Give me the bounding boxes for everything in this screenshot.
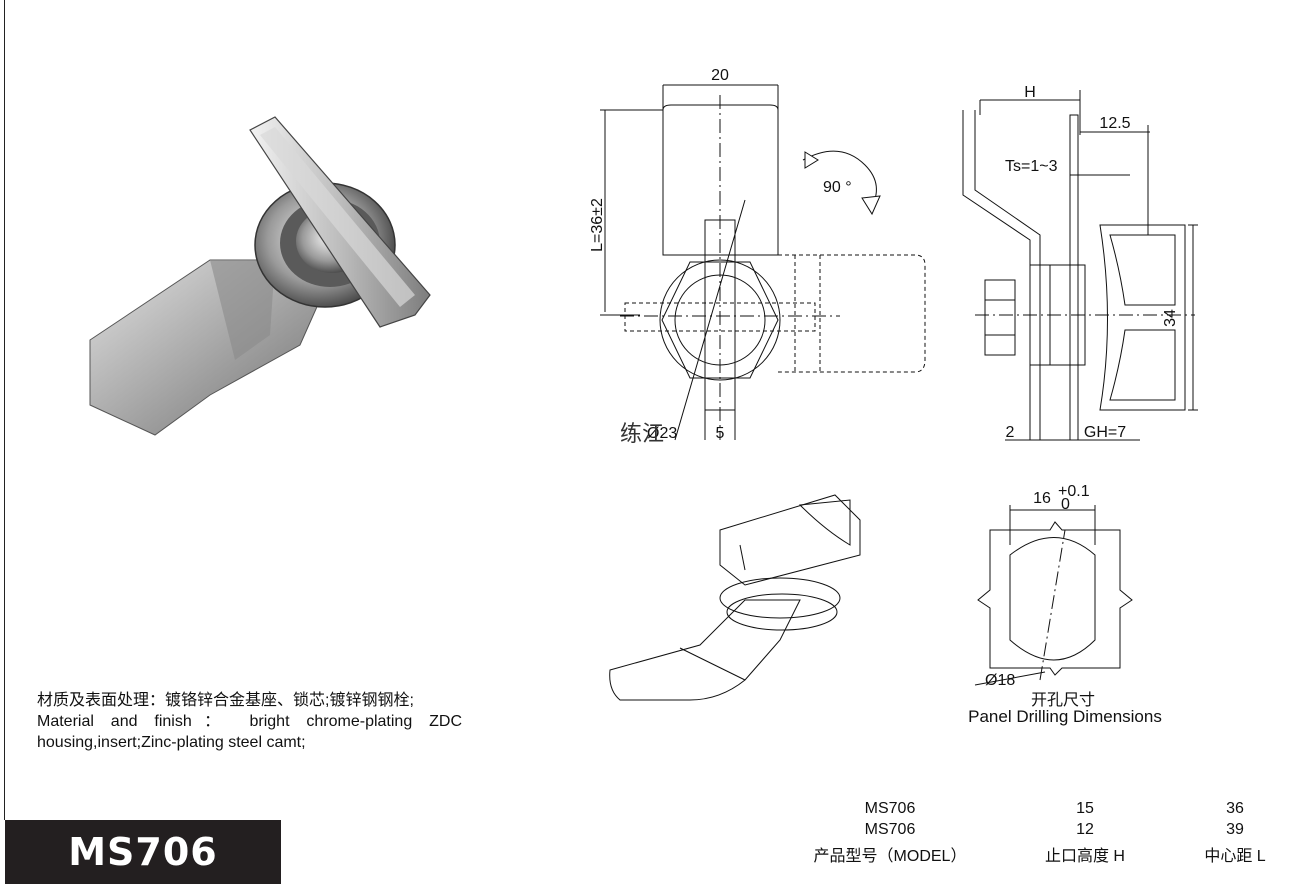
diameter-label: Ø23 bbox=[647, 425, 677, 442]
header-model: 产品型号（MODEL） bbox=[813, 848, 967, 865]
table-row: MS706 15 36 bbox=[780, 800, 1300, 822]
thickness-label: Ts=1~3 bbox=[1005, 158, 1058, 175]
model-title: MS706 bbox=[68, 830, 218, 874]
drill-tolerance-upper: +0.1 bbox=[1058, 483, 1090, 500]
cell-center: 36 bbox=[1226, 800, 1244, 817]
header-height: 止口高度 H bbox=[1044, 848, 1125, 865]
handwritten-mark: 练江 bbox=[620, 422, 665, 447]
drill-diameter-label: Ø18 bbox=[985, 672, 1015, 689]
material-en: Material and finish： bright chrome-plati… bbox=[37, 713, 462, 751]
cell-center: 39 bbox=[1226, 821, 1244, 838]
table-header-row: 产品型号（MODEL） 止口高度 H 中心距 L bbox=[780, 842, 1300, 865]
slot-width-label: 5 bbox=[716, 425, 725, 442]
panel-caption-cn: 开孔尺寸 bbox=[1030, 690, 1095, 709]
offset-dim-label: 12.5 bbox=[1099, 115, 1130, 132]
material-cn: 材质及表面处理：镀铬锌合金基座、锁芯;镀锌钢钢栓; bbox=[37, 692, 414, 709]
cell-model: MS706 bbox=[864, 821, 916, 838]
panel-caption-en: Panel Drilling Dimensions bbox=[968, 707, 1162, 726]
height-h-label: H bbox=[1024, 84, 1036, 101]
model-title-box: MS706 bbox=[5, 820, 281, 884]
rotation-label: 90 ° bbox=[823, 179, 852, 196]
cell-height: 15 bbox=[1076, 800, 1094, 817]
center-dim-label: 34 bbox=[1162, 309, 1179, 327]
length-dim-label: L=36±2 bbox=[589, 198, 606, 252]
table-row: MS706 12 39 bbox=[780, 821, 1300, 843]
drill-width-label: 16 bbox=[1033, 490, 1051, 507]
material-description: 材质及表面处理：镀铬锌合金基座、锁芯;镀锌钢钢栓; Material and f… bbox=[37, 690, 462, 753]
header-center: 中心距 L bbox=[1204, 848, 1266, 865]
drill-tolerance-lower: 0 bbox=[1061, 496, 1070, 513]
base-dim-label: 2 bbox=[1006, 424, 1015, 441]
gh-dim-label: GH=7 bbox=[1084, 424, 1126, 441]
left-border-line bbox=[4, 0, 5, 820]
width-dim-label: 20 bbox=[711, 67, 729, 84]
cell-model: MS706 bbox=[864, 800, 916, 817]
cell-height: 12 bbox=[1076, 821, 1094, 838]
product-photo bbox=[89, 116, 431, 436]
